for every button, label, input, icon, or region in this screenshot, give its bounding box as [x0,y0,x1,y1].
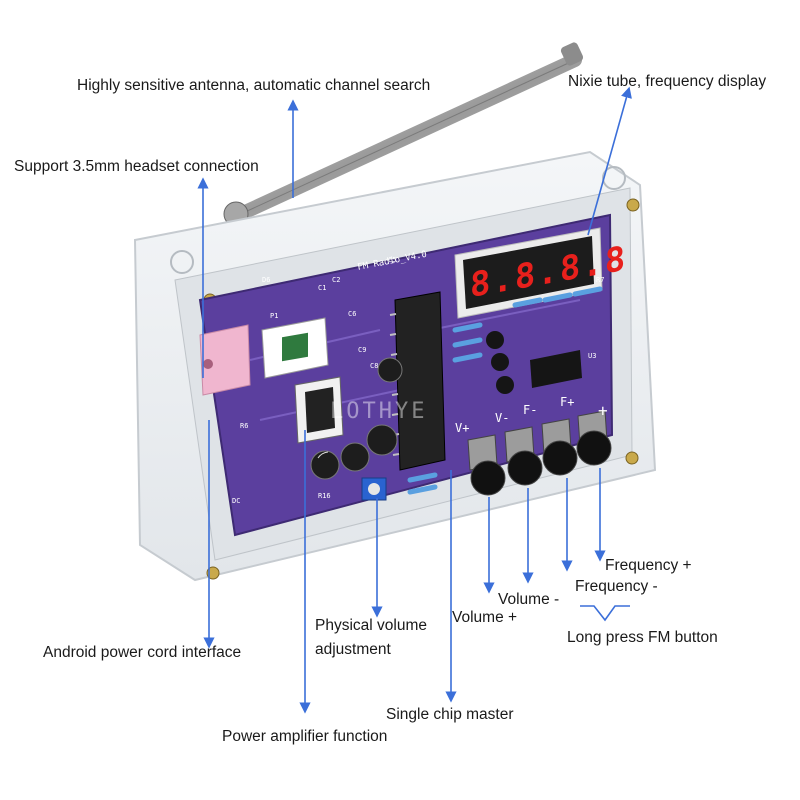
callout-arrows [197,86,632,714]
electrolytic-capacitors [310,357,403,480]
single-chip-label: Single chip master [386,706,514,723]
silkscreen-label: DC [232,497,240,505]
power-amp-chip [294,376,344,444]
nixie-arrow [587,86,632,236]
long-press-label: Long press FM button [567,629,718,646]
volume-adjust-line2: adjustment [315,641,391,659]
resistors [407,286,603,495]
silkscreen-label: D6 [262,276,270,284]
silkscreen-label: C8 [370,362,378,370]
headset-label: Support 3.5mm headset connection [14,158,259,175]
volume-adjust-label: Physical volume adjustment [315,614,427,662]
frequency-minus-label: Frequency - [575,578,658,595]
silkscreen-label: R7 [596,276,604,284]
button-mark-vminus: V- [495,411,509,425]
silkscreen-label: C6 [348,310,356,318]
volume-minus-label: Volume - [498,591,560,608]
silkscreen-label: C5 [388,256,396,264]
single-chip-mcu [389,291,446,471]
silkscreen-label: R16 [318,492,331,500]
transistors [486,331,582,394]
power-cord-label: Android power cord interface [43,644,242,661]
silkscreen-label: U3 [588,352,596,360]
button-mark-plus: + [598,401,608,420]
control-buttons: V+ V- F- F+ + [455,395,612,496]
silkscreen-label: R6 [240,422,248,430]
volume-adjust-line1: Physical volume [315,617,427,634]
headset-jack [199,324,251,396]
button-mark-fplus: F+ [560,395,574,409]
fm-module [261,317,329,379]
silkscreen-label: P1 [270,312,278,320]
volume-plus-label: Volume + [452,609,518,626]
silkscreen-label: C2 [332,276,340,284]
watermark-text: LOTHYE [330,399,427,424]
long-press-bracket [580,605,630,622]
silkscreen-label: C1 [318,284,326,292]
nixie-label: Nixie tube, frequency display [568,73,767,90]
button-mark-fminus: F- [523,403,537,417]
frequency-plus-label: Frequency + [605,557,692,574]
power-amp-label: Power amplifier function [222,728,388,745]
silkscreen-label: C9 [358,346,366,354]
button-mark-vplus: V+ [455,421,469,435]
volume-potentiometer [361,477,387,501]
antenna-label: Highly sensitive antenna, automatic chan… [77,77,431,94]
